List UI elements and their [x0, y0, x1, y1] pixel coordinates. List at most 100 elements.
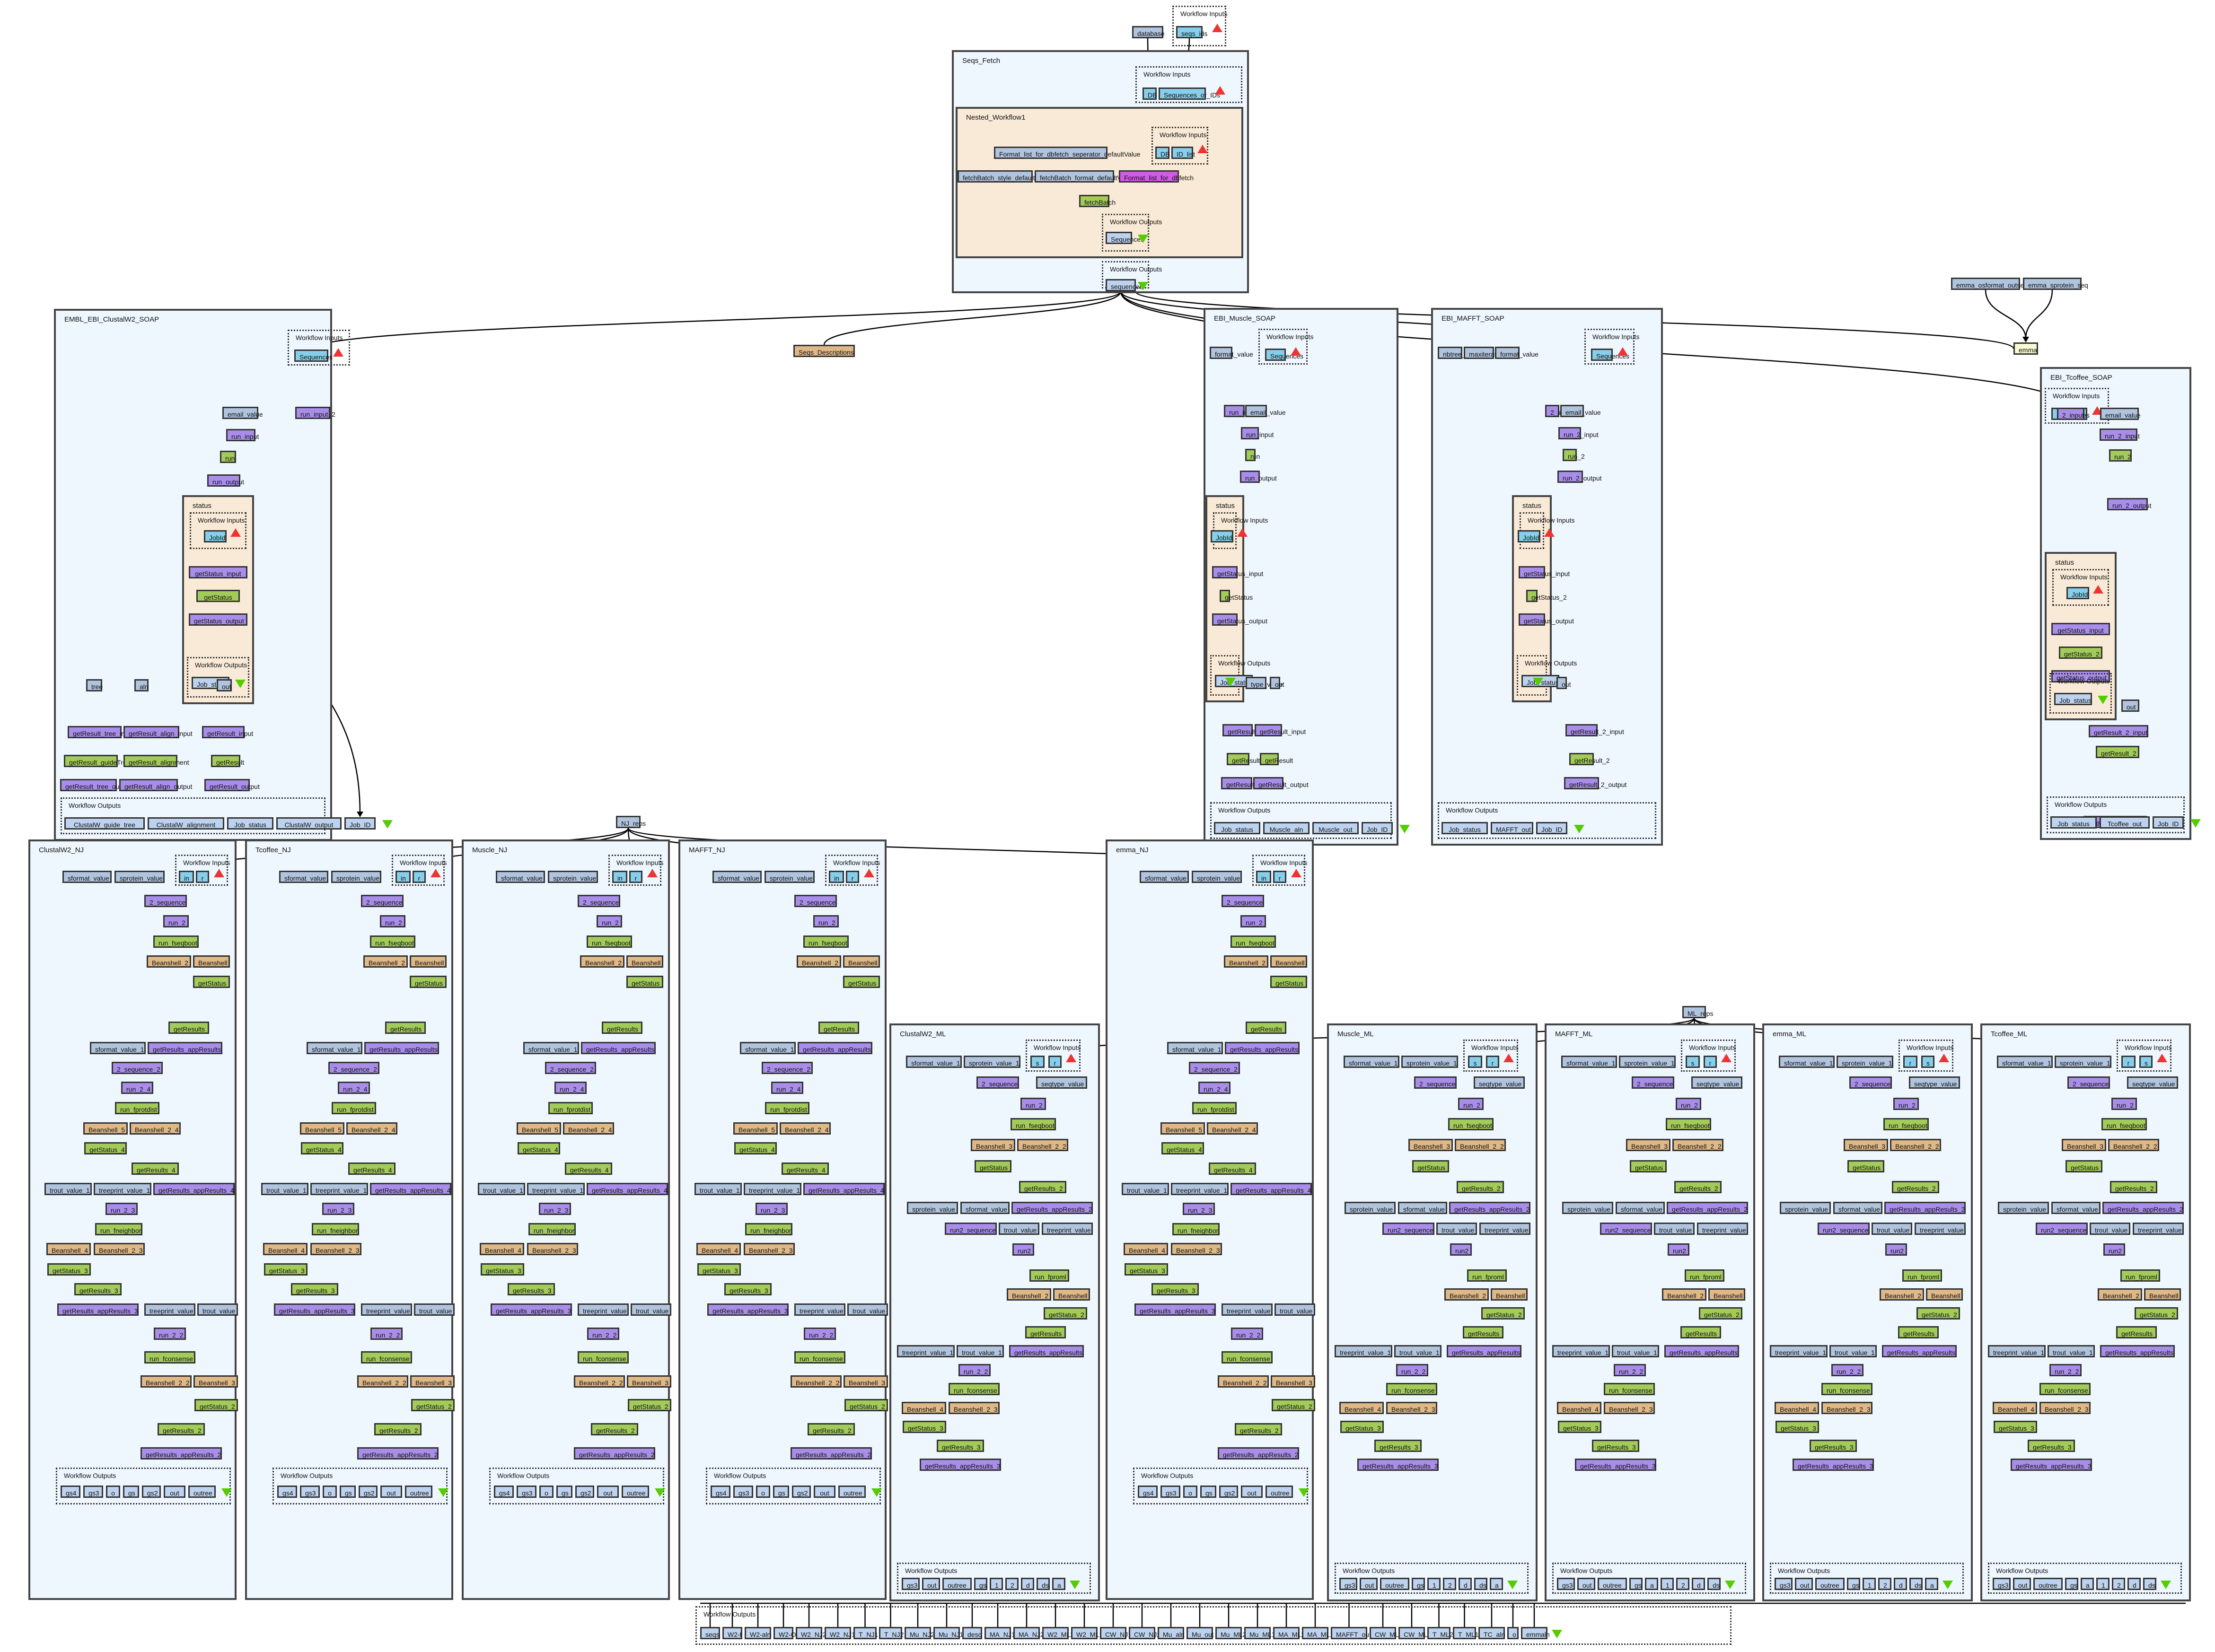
nj-4-trout-1[interactable]: trout_value_1 — [1122, 1183, 1169, 1195]
nj-2-run-2-3[interactable]: run_2_3 — [539, 1203, 571, 1215]
nj-3-output-4[interactable]: gs2 — [792, 1486, 811, 1498]
ml-4-trout-1[interactable]: trout_value_1 — [2048, 1345, 2095, 1357]
nj-0-output-2[interactable]: o — [106, 1486, 120, 1498]
nj-0-getresults[interactable]: getResults — [168, 1022, 209, 1034]
nj-4-getresults-2[interactable]: getResults_2 — [1235, 1423, 1282, 1435]
ml-4-getstatus-2[interactable]: getStatus_2 — [2135, 1307, 2178, 1320]
ml-0-treeprint[interactable]: treeprint_value — [1042, 1223, 1093, 1235]
muscle-soap-status-getStatus-input[interactable]: getStatus_input — [1212, 566, 1263, 578]
nj-3-run-2-3[interactable]: run_2_3 — [756, 1203, 788, 1215]
nj-3-output-6[interactable]: outree — [838, 1486, 866, 1498]
ml-0-output-4[interactable]: 1 — [990, 1578, 1003, 1590]
nj-0-beanshell[interactable]: Beanshell — [193, 955, 230, 968]
final-output-tc-aln[interactable]: TC_aln — [1478, 1627, 1505, 1639]
ml-0-sprotein-1[interactable]: sprotein_value_1 — [964, 1056, 1020, 1068]
final-output-mu-nj1[interactable]: Mu_NJ1 — [933, 1627, 963, 1639]
muscle-soap-constant-0[interactable]: type_value — [1246, 677, 1283, 689]
ml-2-trout-1[interactable]: trout_value_1 — [1612, 1345, 1659, 1357]
clustalw2-soap-result-8[interactable]: getResult_output — [204, 779, 260, 791]
nj-1-run-fprotdist[interactable]: run_fprotdist — [332, 1102, 376, 1114]
ml-4-seqtype[interactable]: seqtype_value — [2127, 1076, 2178, 1089]
nj-4-run-fconsense[interactable]: run_fconsense — [1222, 1351, 1273, 1364]
nj-0-r-input[interactable]: r — [196, 871, 209, 883]
nj-2-getstatus-4[interactable]: getStatus_4 — [518, 1142, 560, 1154]
clustalw2-soap-result-6[interactable]: getResult_tree_output — [60, 779, 131, 791]
muscle-soap-result-3[interactable]: getResult — [1260, 753, 1293, 765]
ml-1-getstatus-3[interactable]: getStatus_3 — [1340, 1421, 1384, 1433]
nj-2-beanshell-3[interactable]: Beanshell_3 — [627, 1375, 671, 1388]
ml-0-getstatus-2[interactable]: getStatus_2 — [1044, 1307, 1087, 1320]
ml-0-beanshell-2[interactable]: Beanshell_2 — [1007, 1288, 1051, 1301]
tcoffee-soap-output-0[interactable]: Job_status — [2050, 816, 2097, 829]
ml-2-run-fconsense[interactable]: run_fconsense — [1604, 1383, 1655, 1395]
nj-0-2-sequence[interactable]: 2_sequence — [144, 895, 187, 907]
nj-2-appresults[interactable]: getResults_appResults — [581, 1042, 656, 1054]
nj-1-treeprint-1[interactable]: treeprint_value_1 — [310, 1183, 368, 1195]
nj-1-run-2[interactable]: run_2 — [380, 915, 405, 927]
ml-2-output-0[interactable]: gs3 — [1557, 1578, 1575, 1590]
nj-1-sformat-1[interactable]: sformat_value_1 — [307, 1042, 362, 1054]
nj-2-output-1[interactable]: gs3 — [517, 1486, 536, 1498]
clustalw2-soap-constant-0[interactable]: tree — [86, 679, 103, 691]
tcoffee-soap-result-1[interactable]: getResult_2 — [2096, 746, 2139, 758]
tcoffee-soap-run-2-input[interactable]: run_2_input — [2100, 428, 2140, 441]
final-output-cw-ml2[interactable]: CW_ML2 — [1370, 1627, 1402, 1639]
nj-0-getstatus[interactable]: getStatus — [193, 976, 230, 988]
clustalw2-soap-status-getStatus-output[interactable]: getStatus_output — [189, 613, 247, 626]
nj-3-output-1[interactable]: gs3 — [733, 1486, 753, 1498]
nj-0-run-fprotdist[interactable]: run_fprotdist — [115, 1102, 159, 1114]
ml-3-beanshell-2-2[interactable]: Beanshell_2_2 — [1890, 1139, 1941, 1151]
ml-2-output-8[interactable]: ds — [1707, 1578, 1721, 1590]
mafft-soap-maxiterate-value[interactable]: maxiterate_value — [1464, 347, 1520, 359]
nj-3-getresults[interactable]: getResults — [818, 1022, 859, 1034]
db-input[interactable]: DB — [1143, 87, 1157, 100]
muscle-soap-run-input-2[interactable]: run_input_2 — [1224, 405, 1264, 417]
nj-3-beanshell-4[interactable]: Beanshell_4 — [696, 1243, 741, 1255]
ml-0-input-1[interactable]: r — [1048, 1056, 1062, 1068]
nested-db-input[interactable]: DB — [1155, 147, 1169, 159]
nj-3-getresults-4[interactable]: getResults_4 — [782, 1163, 829, 1175]
nj-4-run-2-2[interactable]: run_2_2 — [1231, 1328, 1263, 1340]
nj-1-treeprint[interactable]: treeprint_value — [361, 1303, 412, 1316]
ml-0-input-0[interactable]: s — [1030, 1056, 1045, 1068]
ml-1-run-fproml[interactable]: run_fproml — [1467, 1269, 1507, 1282]
ml-4-appresults-3[interactable]: getResults_appResults_3 — [2011, 1459, 2092, 1471]
tcoffee-soap-output-2[interactable]: Job_ID — [2153, 816, 2184, 829]
mafft-soap-output-1[interactable]: MAFFT_out — [1491, 822, 1533, 834]
muscle-soap-sequences-input[interactable]: Sequences — [1265, 349, 1303, 361]
ml-3-beanshell-2[interactable]: Beanshell_2 — [1880, 1288, 1924, 1301]
ml-4-beanshell-4[interactable]: Beanshell_4 — [1993, 1402, 2037, 1414]
ml-1-output-6[interactable]: d — [1459, 1578, 1472, 1590]
final-output-o[interactable]: o — [1507, 1627, 1519, 1639]
nj-3-getstatus[interactable]: getStatus — [843, 976, 880, 988]
nj-2-sformat[interactable]: sformat_value — [496, 871, 545, 883]
nj-4-beanshell-2-4[interactable]: Beanshell_2_4 — [1207, 1122, 1258, 1135]
nj-2-run-2[interactable]: run_2 — [597, 915, 622, 927]
ml-1-beanshell-4[interactable]: Beanshell_4 — [1339, 1402, 1384, 1414]
mafft-soap-run-2[interactable]: run_2 — [1563, 449, 1585, 461]
ml-3-getresults[interactable]: getResults — [1898, 1326, 1939, 1338]
nj-3-treeprint-1[interactable]: treeprint_value_1 — [744, 1183, 801, 1195]
clustalw2-soap-output-4[interactable]: Job_ID — [344, 817, 376, 830]
tcoffee-soap-output-1[interactable]: Tcoffee_out — [2100, 816, 2150, 829]
database-constant[interactable]: database — [1132, 26, 1165, 38]
final-output-mu-ml2[interactable]: Mu_ML2 — [1215, 1627, 1246, 1639]
clustalw2-soap-result-5[interactable]: getResult — [211, 755, 244, 767]
nj-2-output-2[interactable]: o — [539, 1486, 554, 1498]
nj-0-output-5[interactable]: out — [164, 1486, 185, 1498]
ml-4-beanshell-2-2[interactable]: Beanshell_2_2 — [2108, 1139, 2159, 1151]
nj-0-run-fneighbor[interactable]: run_fneighbor — [95, 1223, 142, 1235]
ml-3-beanshell-4[interactable]: Beanshell_4 — [1775, 1402, 1819, 1414]
ml-3-output-6[interactable]: d — [1894, 1578, 1907, 1590]
clustalw2-soap-output-0[interactable]: ClustalW_guide_tree — [64, 817, 145, 830]
nj-3-trout-1[interactable]: trout_value_1 — [694, 1183, 742, 1195]
muscle-soap-result-1[interactable]: getResult_input — [1255, 724, 1306, 736]
ml-2-run-2[interactable]: run_2 — [1676, 1098, 1701, 1110]
nj-1-getstatus-4[interactable]: getStatus_4 — [301, 1142, 343, 1154]
final-output-w2-t[interactable]: W2-t — [722, 1627, 742, 1639]
nj-0-getstatus-2[interactable]: getStatus_2 — [194, 1399, 238, 1411]
nj-2-getstatus[interactable]: getStatus — [626, 976, 663, 988]
muscle-soap-run[interactable]: run — [1245, 449, 1260, 461]
nj-1-2-sequence[interactable]: 2_sequence — [361, 895, 404, 907]
ml-1-input-0[interactable]: s — [1468, 1056, 1482, 1068]
